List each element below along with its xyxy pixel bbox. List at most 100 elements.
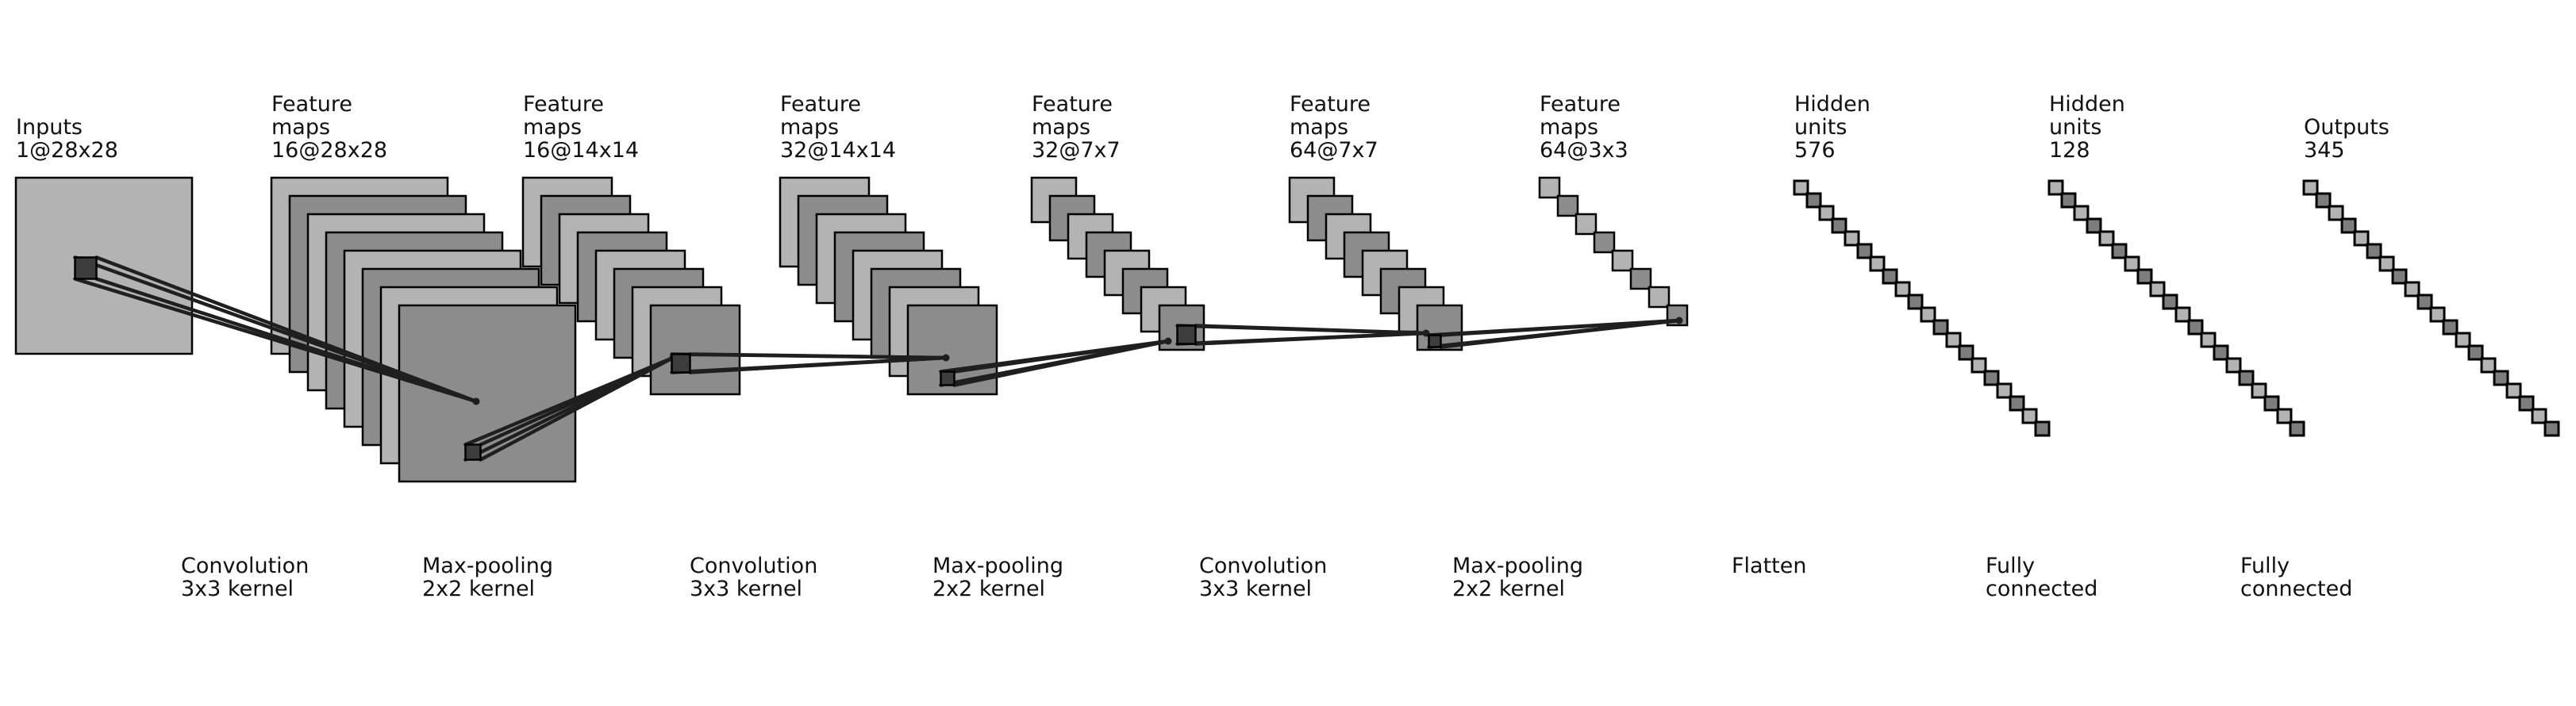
label-conv3-maps-line-1: Feature	[1290, 92, 1371, 117]
outputs-345-unit-8	[2391, 268, 2408, 285]
hidden-576-unit-4	[1831, 217, 1847, 234]
conv2-beam-line-4	[688, 355, 948, 374]
hidden-128-unit-11	[2174, 306, 2191, 323]
label-hidden-576-line-3: 576	[1794, 138, 1836, 163]
conv1-maps-square-8	[398, 304, 577, 483]
hidden-576-unit-13	[1945, 332, 1962, 348]
label-hidden-576-line-1: Hidden	[1794, 92, 1870, 117]
hidden-576-unit-18	[2009, 395, 2025, 412]
hidden-128-unit-9	[2149, 281, 2166, 297]
pool1-maps-square-8	[649, 304, 741, 396]
label-hidden-128-line-1: Hidden	[2049, 92, 2125, 117]
label-hidden-576-line-2: units	[1794, 115, 1847, 140]
hidden-128-unit-3	[2073, 205, 2090, 221]
hidden-128-unit-12	[2187, 319, 2204, 336]
label-op-conv1-line-2: 3x3 kernel	[181, 577, 294, 601]
hidden-576-unit-10	[1907, 294, 1924, 310]
conv1-beam-endpoint	[472, 397, 480, 405]
pool3-maps-square-4	[1593, 231, 1616, 254]
outputs-345-unit-9	[2404, 281, 2420, 297]
label-op-pool2-line-1: Max-pooling	[932, 554, 1063, 578]
label-conv2-maps-line-1: Feature	[780, 92, 862, 117]
hidden-576-unit-17	[1996, 382, 2013, 399]
label-pool2-maps-line-3: 32@7x7	[1032, 138, 1121, 163]
label-op-fc1-line-2: connected	[1986, 577, 2098, 601]
pool1-kernel-square	[464, 443, 482, 461]
label-op-conv3-line-1: Convolution	[1199, 554, 1328, 578]
hidden-576-unit-20	[2034, 420, 2051, 437]
label-op-fc2-line-2: connected	[2240, 577, 2353, 601]
label-op-fc2-line-1: Fully	[2240, 554, 2290, 578]
hidden-128-unit-5	[2098, 230, 2115, 247]
outputs-345-unit-18	[2518, 395, 2535, 412]
label-pool2-maps-line-1: Feature	[1032, 92, 1113, 117]
outputs-345-unit-5	[2353, 230, 2370, 247]
pool2-beam-endpoint	[1164, 337, 1172, 345]
pool3-kernel-square	[1428, 334, 1442, 348]
conv1-beam-line-4	[94, 277, 479, 404]
hidden-576-unit-7	[1869, 255, 1886, 272]
label-op-pool2-line-2: 2x2 kernel	[932, 577, 1046, 601]
conv2-beam-line-2	[688, 352, 948, 360]
outputs-345-unit-12	[2442, 319, 2459, 336]
hidden-576-unit-15	[1970, 357, 1987, 374]
hidden-128-unit-19	[2276, 408, 2293, 424]
pool3-maps-square-2	[1556, 194, 1579, 217]
hidden-576-unit-12	[1932, 319, 1949, 336]
hidden-576-unit-16	[1983, 370, 2000, 386]
label-hidden-128-line-3: 128	[2049, 138, 2090, 163]
label-op-flatten: Flatten	[1732, 554, 1806, 577]
hidden-576-unit-3	[1818, 205, 1835, 221]
outputs-345-unit-16	[2493, 370, 2509, 386]
outputs-345-unit-19	[2531, 408, 2547, 424]
hidden-576-unit-8	[1882, 268, 1898, 285]
hidden-128-unit-4	[2086, 217, 2102, 234]
outputs-345-unit-14	[2467, 344, 2484, 361]
label-conv2-maps-line-2: maps	[780, 115, 840, 140]
label-op-pool3-line-1: Max-pooling	[1452, 554, 1583, 578]
label-pool3-maps-line-3: 64@3x3	[1540, 138, 1628, 163]
label-op-flatten-line-1: Flatten	[1732, 554, 1807, 578]
outputs-345-unit-4	[2340, 217, 2357, 234]
hidden-576-unit-1	[1793, 179, 1809, 196]
label-conv1-maps-line-2: maps	[271, 115, 331, 140]
outputs-345-unit-10	[2416, 294, 2433, 310]
hidden-128-unit-2	[2060, 192, 2077, 209]
hidden-128-unit-20	[2289, 420, 2305, 437]
label-op-conv2-line-1: Convolution	[690, 554, 818, 578]
label-outputs-345-line-2: 345	[2304, 138, 2345, 163]
outputs-345-unit-11	[2429, 306, 2446, 323]
label-hidden-128-line-2: units	[2049, 115, 2102, 140]
label-conv1-maps-line-3: 16@28x28	[271, 138, 388, 163]
hidden-576-unit-19	[2021, 408, 2038, 424]
label-op-conv3-line-2: 3x3 kernel	[1199, 577, 1313, 601]
hidden-576-unit-9	[1894, 281, 1911, 297]
hidden-576-unit-11	[1920, 306, 1936, 323]
conv2-beam-endpoint	[942, 354, 950, 362]
label-op-pool1-line-1: Max-pooling	[422, 554, 553, 578]
inputs-square	[14, 176, 194, 355]
hidden-128-unit-16	[2238, 370, 2255, 386]
conv3-beam-line-4	[1194, 331, 1428, 346]
label-op-pool3-line-2: 2x2 kernel	[1452, 577, 1566, 601]
outputs-345-unit-20	[2543, 420, 2560, 437]
hidden-576-unit-14	[1958, 344, 1974, 361]
hidden-128-unit-6	[2111, 243, 2128, 259]
pool2-beam-line-4	[952, 339, 1171, 387]
hidden-128-unit-13	[2200, 332, 2217, 348]
label-op-pool1-line-2: 2x2 kernel	[422, 577, 536, 601]
label-pool1-maps-line-2: maps	[523, 115, 582, 140]
label-conv3-maps-line-3: 64@7x7	[1290, 138, 1378, 163]
hidden-128-unit-15	[2225, 357, 2242, 374]
